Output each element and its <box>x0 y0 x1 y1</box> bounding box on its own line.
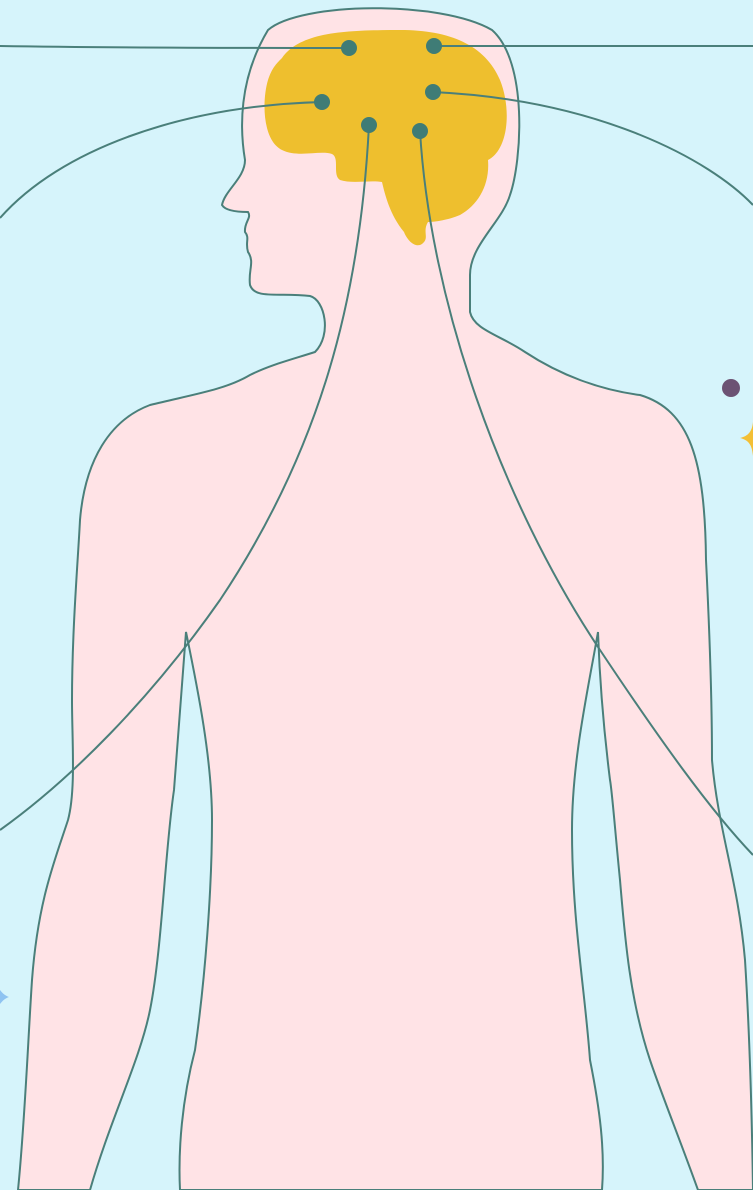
node-5 <box>361 117 377 133</box>
node-2 <box>426 38 442 54</box>
node-1 <box>341 40 357 56</box>
node-4 <box>425 84 441 100</box>
dot-purple <box>722 379 740 397</box>
node-6 <box>412 123 428 139</box>
node-3 <box>314 94 330 110</box>
